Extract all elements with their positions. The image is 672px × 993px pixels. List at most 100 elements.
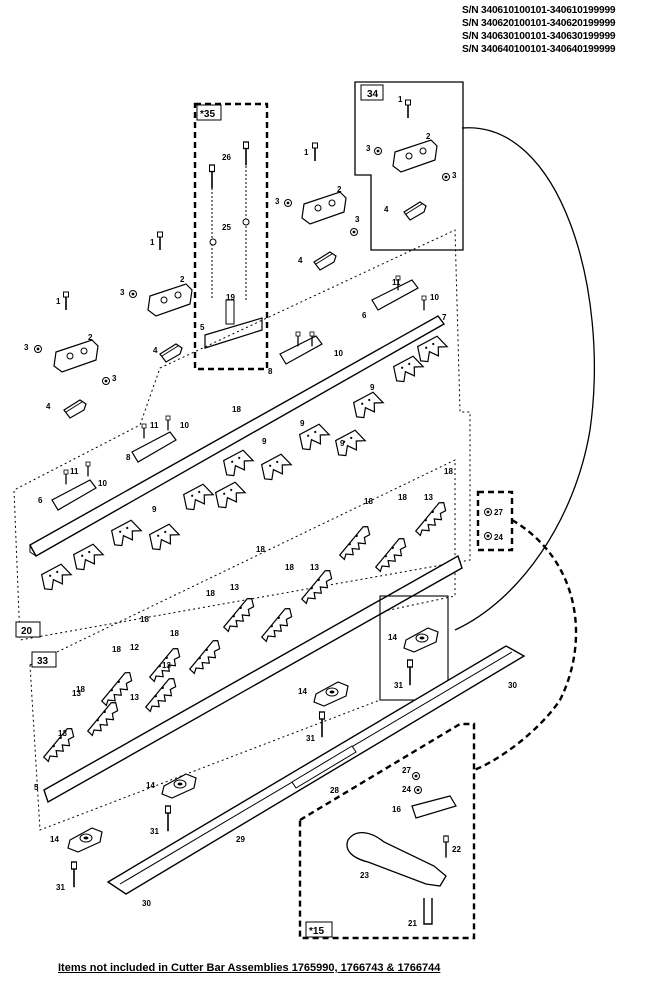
knife-section-icon — [145, 521, 182, 553]
item-34-frame — [354, 81, 464, 251]
item-15-connector-curve — [473, 518, 578, 772]
item-15-label: *15 — [309, 926, 324, 937]
guard-icon — [368, 536, 413, 573]
callout-4: 4 — [153, 346, 158, 355]
callout-1: 1 — [150, 238, 155, 247]
serial-number-list: S/N 340610100101-340610199999 S/N 340620… — [462, 4, 668, 56]
item-15-label-box — [305, 921, 333, 938]
callout-7: 7 — [442, 313, 447, 322]
item-35-dashed-frame — [193, 102, 269, 371]
callout-9: 9 — [300, 419, 305, 428]
bolt-icon — [164, 804, 172, 833]
item-20-label-box — [15, 621, 41, 638]
callout-2: 2 — [426, 132, 431, 141]
knife-section-icon — [69, 541, 106, 573]
knife-back-bar — [29, 315, 446, 557]
nut-icon — [350, 228, 358, 236]
callout-10: 10 — [98, 479, 107, 488]
callout-31: 31 — [150, 827, 159, 836]
item-19-post — [225, 299, 235, 325]
callout-8: 8 — [126, 453, 131, 462]
callout-18: 18 — [140, 615, 149, 624]
callout-22: 22 — [452, 845, 461, 854]
knife-section-icon — [211, 479, 248, 511]
serial-range: S/N 340640100101-340640199999 — [462, 44, 616, 55]
bolt-icon — [63, 469, 69, 486]
callout-18: 18 — [398, 493, 407, 502]
bolt-icon — [141, 423, 147, 440]
callout-31: 31 — [394, 681, 403, 690]
callout-24: 24 — [402, 785, 411, 794]
callout-10: 10 — [180, 421, 189, 430]
callout-1: 1 — [56, 297, 61, 306]
clip-icon — [301, 191, 347, 225]
callout-13: 13 — [72, 689, 81, 698]
callout-3: 3 — [112, 374, 117, 383]
callout-26: 26 — [222, 153, 231, 162]
serial-range: S/N 340610100101-340610199999 — [462, 5, 616, 16]
bolt-icon — [421, 295, 427, 312]
callout-21: 21 — [408, 919, 417, 928]
guard-icon — [294, 568, 339, 605]
callout-18: 18 — [444, 467, 453, 476]
bolt-icon — [156, 231, 164, 251]
bolt-icon — [62, 291, 70, 311]
callout-25: 25 — [222, 223, 231, 232]
callout-18: 18 — [76, 685, 85, 694]
callout-24: 24 — [494, 533, 503, 542]
callout-13: 13 — [130, 693, 139, 702]
callout-14: 14 — [50, 835, 59, 844]
callout-3: 3 — [120, 288, 125, 297]
item-34-connector-curve — [454, 127, 595, 631]
callout-13: 13 — [162, 661, 171, 670]
nut-icon — [484, 532, 492, 540]
nut-icon — [412, 772, 420, 780]
bolt-icon — [318, 710, 326, 739]
guard-icon — [182, 638, 227, 675]
callout-27: 27 — [494, 508, 503, 517]
item-15-dashed-frame — [298, 722, 476, 940]
nut-icon — [484, 508, 492, 516]
callout-1: 1 — [398, 95, 403, 104]
bolt-icon — [208, 163, 216, 190]
guard-icon — [254, 606, 299, 643]
wear-plate-icon — [161, 773, 197, 799]
bolt-icon — [85, 461, 91, 478]
guard-icon — [408, 500, 453, 537]
callout-4: 4 — [384, 205, 389, 214]
callout-3: 3 — [275, 197, 280, 206]
wear-plate-icon — [67, 827, 103, 853]
item-33-dotted-boundary — [29, 459, 456, 831]
callout-13: 13 — [310, 563, 319, 572]
nut-icon — [284, 199, 292, 207]
callout-3: 3 — [24, 343, 29, 352]
clip-icon — [392, 139, 438, 173]
callout-27: 27 — [402, 766, 411, 775]
callout-6: 6 — [362, 311, 367, 320]
callout-3: 3 — [366, 144, 371, 153]
callout-28: 28 — [330, 786, 339, 795]
bolt-icon — [406, 658, 414, 687]
guard-bar — [43, 554, 463, 804]
callout-19: 19 — [226, 293, 235, 302]
callout-4: 4 — [46, 402, 51, 411]
callout-10: 10 — [430, 293, 439, 302]
wear-plate-icon — [403, 627, 439, 653]
bolt-icon — [404, 99, 412, 119]
serial-range: S/N 340620100101-340620199999 — [462, 18, 616, 29]
nut-icon — [129, 290, 137, 298]
callout-30: 30 — [142, 899, 151, 908]
nut-icon — [442, 173, 450, 181]
callout-29: 29 — [236, 835, 245, 844]
item-16-clamp — [411, 795, 457, 819]
callout-13: 13 — [58, 729, 67, 738]
nut-icon — [414, 786, 422, 794]
callout-9: 9 — [262, 437, 267, 446]
guard-icon — [332, 524, 377, 561]
callout-6: 6 — [38, 496, 43, 505]
callout-14: 14 — [146, 781, 155, 790]
callout-23: 23 — [360, 871, 369, 880]
guard-icon — [216, 596, 261, 633]
